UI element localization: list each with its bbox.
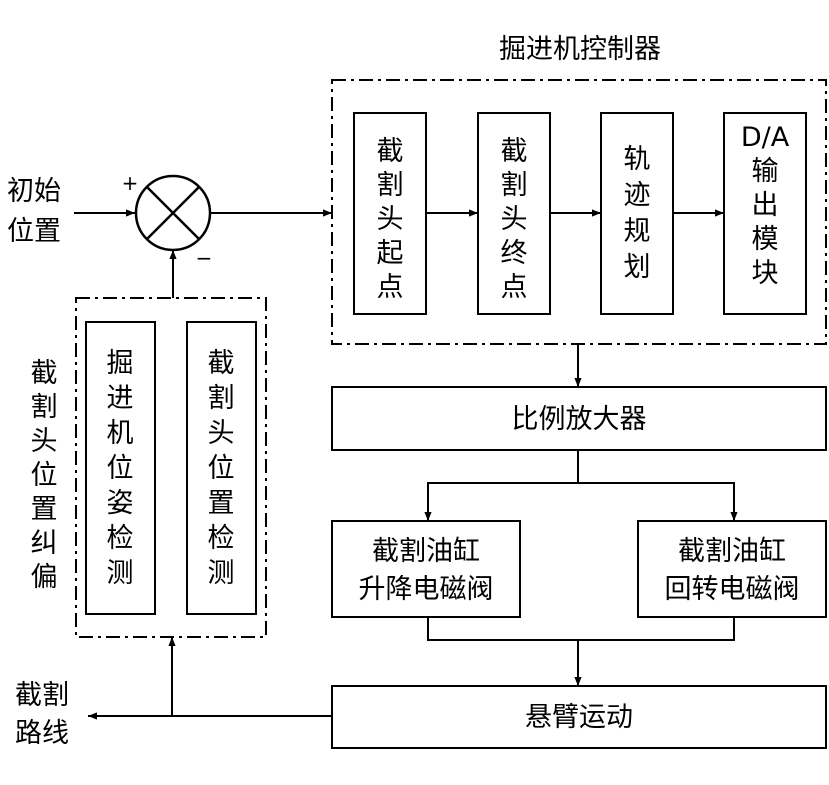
mod3-char: 输	[752, 156, 779, 187]
correction-group	[75, 297, 267, 638]
corr1-char: 置	[208, 488, 235, 519]
mod1-char: 割	[501, 170, 528, 201]
lift-valve-line2: 升降电磁阀	[359, 574, 494, 605]
corrLabel-char: 截	[31, 358, 58, 389]
mod1-char: 终	[501, 238, 528, 269]
outputLabel-char: 路线	[15, 718, 69, 749]
corr1-char: 截	[208, 348, 235, 379]
corrLabel-char: 位	[31, 460, 58, 491]
corr0-char: 测	[107, 558, 134, 589]
mod0-char: 割	[377, 170, 404, 201]
inputLabel-char: 初始	[7, 176, 61, 207]
mod3-char: 出	[752, 190, 779, 221]
mod3-char: D/A	[741, 122, 790, 153]
lift-valve-box	[331, 520, 521, 618]
corr1-char: 割	[208, 383, 235, 414]
lift-valve-line1: 截割油缸	[372, 536, 480, 567]
outputLabel-char: 截割	[15, 680, 69, 711]
mod2-char: 轨	[624, 144, 651, 175]
inputLabel-char: 位置	[7, 216, 61, 247]
mod2-char: 划	[624, 252, 651, 283]
swing-valve-line2: 回转电磁阀	[665, 574, 800, 605]
mod2-char: 规	[624, 216, 651, 247]
corrLabel-char: 纠	[31, 528, 58, 559]
amplifier-label: 比例放大器	[512, 404, 647, 435]
corr0-char: 检	[107, 523, 134, 554]
mod1-char: 截	[501, 136, 528, 167]
valve-merge-line	[427, 617, 735, 641]
corr0-char: 机	[107, 418, 134, 449]
mod3-char: 模	[752, 224, 779, 255]
mod2-char: 迹	[624, 180, 651, 211]
arrow-amplifier-to-swing-valve	[578, 482, 738, 521]
mod1-char: 点	[501, 272, 528, 303]
mod0-char: 截	[377, 136, 404, 167]
summing-junction	[134, 174, 212, 252]
arrow-amplifier-to-lift-valve	[424, 450, 579, 521]
mod0-char: 起	[377, 238, 404, 269]
mod0-char: 点	[377, 272, 404, 303]
cut-head-position-detection-box	[186, 321, 257, 615]
plus-sign: +	[122, 171, 139, 195]
corrLabel-char: 头	[31, 426, 58, 457]
mod0-char: 头	[377, 204, 404, 235]
swing-valve-line1: 截割油缸	[678, 536, 786, 567]
corr0-char: 姿	[107, 488, 134, 519]
corr1-char: 检	[208, 523, 235, 554]
corr1-char: 测	[208, 558, 235, 589]
corrLabel-char: 割	[31, 392, 58, 423]
corr1-char: 头	[208, 418, 235, 449]
corr1-char: 位	[208, 453, 235, 484]
boom-motion-label: 悬臂运动	[525, 702, 633, 733]
swing-valve-box	[637, 520, 827, 618]
controller-title: 掘进机控制器	[499, 34, 661, 65]
corrLabel-char: 置	[31, 494, 58, 525]
minus-sign: −	[196, 246, 213, 270]
corr0-char: 进	[107, 383, 134, 414]
mod1-char: 头	[501, 204, 528, 235]
mod3-char: 块	[752, 258, 779, 289]
roadheader-pose-detection-box	[85, 321, 156, 615]
corrLabel-char: 偏	[31, 562, 58, 593]
corr0-char: 位	[107, 453, 134, 484]
corr0-char: 掘	[107, 348, 134, 379]
